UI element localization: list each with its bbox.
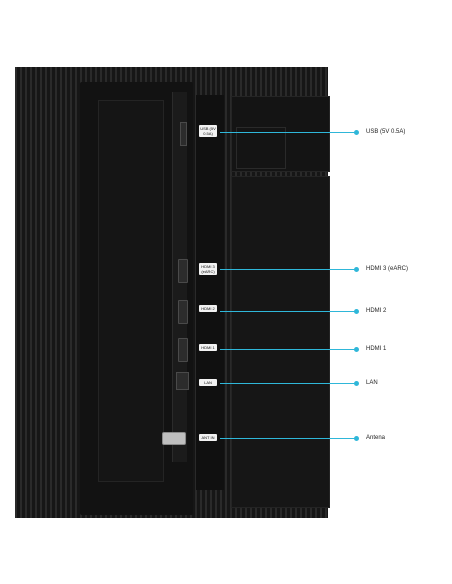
- hdmi-2-port: [178, 300, 188, 324]
- port-label-column: [196, 95, 224, 490]
- callout-usb: USB (5V 0.5A): [366, 129, 406, 135]
- callout-hdmi2: HDMI 2: [366, 308, 387, 314]
- callout-antenna: Antena: [366, 435, 386, 441]
- callout-dot-usb: [354, 130, 359, 135]
- hdmi-3-port: [178, 259, 188, 283]
- port-label-lan: LAN: [199, 379, 217, 386]
- vent-block: [231, 96, 330, 172]
- callout-dot-hdmi1: [354, 347, 359, 352]
- callout-line-hdmi1: [220, 349, 358, 350]
- callout-line-lan: [220, 383, 358, 384]
- callout-line-hdmi3: [220, 269, 358, 270]
- callout-line-antenna: [220, 438, 358, 439]
- callout-lan: LAN: [366, 380, 378, 386]
- port-label-ant: ANT IN: [199, 434, 217, 441]
- usb-port: [180, 122, 187, 146]
- antenna-connector: [162, 432, 186, 445]
- lan-port: [176, 372, 189, 390]
- vent-inner: [236, 127, 286, 169]
- callout-dot-lan: [354, 381, 359, 386]
- port-label-hdmi2: HDMI 2: [199, 305, 217, 312]
- right-cover-panel: [231, 176, 330, 508]
- inner-panel: [98, 100, 164, 482]
- callout-dot-antenna: [354, 436, 359, 441]
- hdmi-1-port: [178, 338, 188, 362]
- callout-hdmi1: HDMI 1: [366, 346, 387, 352]
- callout-line-usb: [220, 132, 358, 133]
- callout-line-hdmi2: [220, 311, 358, 312]
- port-label-usb: USB (5V 0.5A): [199, 125, 217, 137]
- callout-hdmi3: HDMI 3 (eARC): [366, 266, 409, 272]
- callout-dot-hdmi2: [354, 309, 359, 314]
- port-label-hdmi3: HDMI 3 (eARC): [199, 263, 217, 275]
- callout-dot-hdmi3: [354, 267, 359, 272]
- port-label-hdmi1: HDMI 1: [199, 344, 217, 351]
